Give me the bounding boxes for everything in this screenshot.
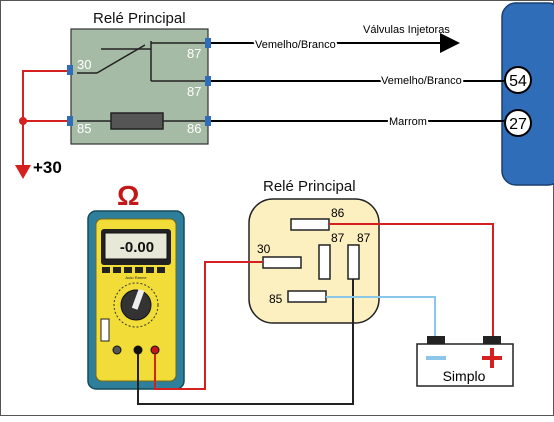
wire-86-to-battery [329,223,494,337]
switch-contact [96,44,146,74]
ecu-pin-54 [504,66,532,94]
socket-pin-86 [290,218,330,231]
top-pin-30: 30 [77,57,91,72]
socket-pin-85 [287,290,327,303]
battery-terminal-plus [483,336,501,344]
wire-label-1: Vemelho/Branco [255,39,336,51]
meter-side-slot [100,318,110,342]
supply-wire [22,70,67,122]
probe-jack-com [133,345,143,355]
top-pin-86: 86 [187,121,201,136]
battery-plus-icon [482,348,502,368]
socket-pin-87a [318,244,331,280]
top-pin-87-lower: 87 [187,84,201,99]
bottom-relay-title: Relé Principal [263,178,356,195]
probe-jack-left [112,345,122,355]
supply-label: +30 [33,158,62,177]
multimeter-display [104,232,168,260]
ohm-symbol: Ω [117,180,139,211]
red-probe-wire [154,261,263,390]
ecu-pin-54-label: 54 [509,73,527,90]
battery-minus-icon [426,356,446,360]
battery-body [416,343,514,387]
top-pin-87-upper: 87 [187,46,201,61]
battery-terminal-minus [427,336,445,344]
top-pin-85: 85 [77,121,91,136]
socket-pin-85-label: 85 [269,292,283,306]
meter-brand: Auto Ranne [125,275,147,280]
socket-pin-87b-label: 87 [357,231,371,245]
mode-buttons [102,267,165,273]
wire-label-3: Marrom [389,116,427,128]
selector-dial-ring [113,282,159,328]
socket-pin-30-label: 30 [257,242,271,256]
wire-85-to-battery [326,296,436,337]
socket-pin-87a-label: 87 [331,231,345,245]
socket-pin-86-label: 86 [331,206,345,220]
display-reading: -0.00 [120,239,154,256]
top-relay-title: Relé Principal [93,10,186,27]
socket-pin-30 [262,256,302,269]
ecu-pin-27-label: 27 [509,116,527,133]
injector-valves-label: Válvulas Injetoras [363,24,450,36]
wire-label-2: Vemelho/Branco [381,75,462,87]
socket-pin-87b [347,244,360,280]
probe-jack-ohm [150,345,160,355]
ecu-connector [501,2,554,186]
ecu-pin-27 [504,109,532,137]
battery-label: Simplo [443,368,486,384]
relay-coil [110,112,164,130]
black-probe-wire [137,279,354,405]
